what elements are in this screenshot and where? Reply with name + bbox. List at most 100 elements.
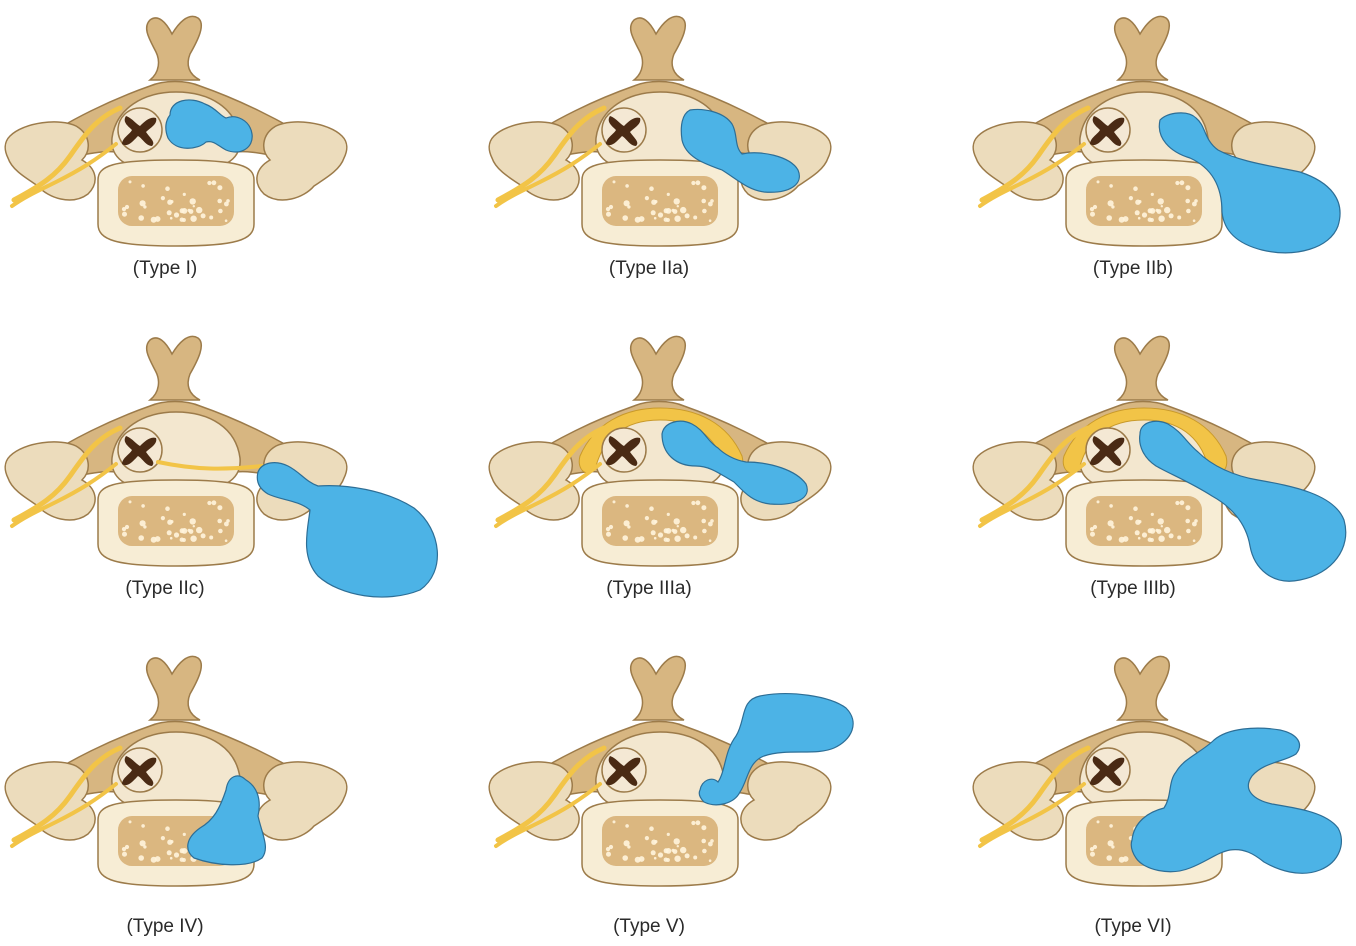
marrow-speckle <box>1093 845 1097 849</box>
marrow-speckle <box>1150 218 1154 222</box>
marrow-speckle <box>167 210 172 215</box>
marrow-speckle <box>167 840 172 845</box>
marrow-speckle <box>613 180 616 183</box>
marrow-speckle <box>1164 207 1170 213</box>
marrow-speckle <box>207 181 211 185</box>
marrow-speckle <box>609 525 613 529</box>
marrow-speckle <box>1106 215 1112 221</box>
marrow-speckle <box>1129 516 1133 520</box>
marrow-speckle <box>651 840 656 845</box>
marrow-speckle <box>1090 212 1095 217</box>
marrow-speckle <box>218 529 223 534</box>
marrow-speckle <box>225 219 228 222</box>
marrow-speckle <box>696 500 701 505</box>
marrow-speckle <box>609 845 613 849</box>
marrow-speckle <box>1106 855 1112 861</box>
marrow-speckle <box>606 212 611 217</box>
marrow-speckle <box>209 216 213 220</box>
caption-type-iiib: (Type IIIb) <box>968 578 1298 600</box>
marrow-speckle <box>627 845 630 848</box>
marrow-speckle <box>613 820 616 823</box>
panel-type-v: (Type V) <box>484 640 936 946</box>
schwannoma-classification-grid: (Type I)(Type IIa)(Type IIb)(Type IIc)(T… <box>0 0 1356 919</box>
marrow-speckle <box>693 536 697 540</box>
marrow-speckle <box>701 505 706 510</box>
marrow-speckle <box>174 852 179 857</box>
marrow-speckle <box>696 820 701 825</box>
marrow-speckle <box>1133 506 1138 511</box>
marrow-speckle <box>189 209 194 214</box>
marrow-speckle <box>1119 857 1125 863</box>
marrow-speckle <box>645 836 649 840</box>
marrow-speckle <box>667 833 670 836</box>
marrow-speckle <box>1177 536 1181 540</box>
marrow-speckle <box>685 213 690 218</box>
marrow-speckle <box>674 216 680 222</box>
marrow-speckle <box>685 853 690 858</box>
marrow-speckle <box>165 506 170 511</box>
marrow-speckle <box>217 519 222 524</box>
marrow-speckle <box>170 217 173 220</box>
marrow-speckle <box>1109 184 1113 188</box>
left-transverse-process <box>489 762 579 840</box>
marrow-speckle <box>1164 527 1170 533</box>
marrow-speckle <box>217 199 222 204</box>
marrow-speckle <box>1090 532 1095 537</box>
marrow-speckle <box>1158 198 1164 204</box>
marrow-speckle <box>182 528 188 534</box>
caption-type-iic: (Type IIc) <box>0 578 330 600</box>
marrow-speckle <box>625 184 629 188</box>
marrow-speckle <box>1135 200 1140 205</box>
marrow-speckle <box>143 205 146 208</box>
marrow-speckle <box>1129 196 1133 200</box>
marrow-speckle <box>143 845 146 848</box>
panel-type-iic: (Type IIc) <box>0 320 452 626</box>
marrow-speckle <box>635 537 641 543</box>
marrow-speckle <box>189 529 194 534</box>
marrow-speckle <box>141 184 145 188</box>
marrow-speckle <box>635 217 641 223</box>
marrow-speckle <box>622 535 628 541</box>
spinous-process <box>1115 16 1170 80</box>
marrow-speckle <box>1158 216 1164 222</box>
marrow-speckle <box>658 532 663 537</box>
panel-type-iv: (Type IV) <box>0 640 452 946</box>
marrow-speckle <box>1186 529 1191 534</box>
marrow-speckle <box>224 202 229 207</box>
marrow-speckle <box>674 518 680 524</box>
vertebral-body-marrow <box>118 496 234 546</box>
marrow-speckle <box>625 504 629 508</box>
vertebral-body-marrow <box>602 496 718 546</box>
marrow-speckle <box>138 215 144 221</box>
marrow-speckle <box>1192 202 1197 207</box>
marrow-speckle <box>1185 519 1190 524</box>
marrow-speckle <box>141 504 145 508</box>
marrow-speckle <box>701 199 706 204</box>
marrow-speckle <box>1142 532 1147 537</box>
marrow-speckle <box>141 824 145 828</box>
panel-type-i: (Type I) <box>0 0 452 306</box>
spinous-process <box>631 16 686 80</box>
marrow-speckle <box>606 852 611 857</box>
marrow-speckle <box>1111 845 1114 848</box>
left-transverse-process <box>973 122 1063 200</box>
marrow-speckle <box>1151 193 1154 196</box>
marrow-speckle <box>161 836 165 840</box>
marrow-speckle <box>645 516 649 520</box>
marrow-speckle <box>225 539 228 542</box>
marrow-speckle <box>1135 520 1140 525</box>
marrow-speckle <box>654 217 657 220</box>
vertebral-body-marrow <box>118 176 234 226</box>
panel-type-vi: (Type VI) <box>968 640 1356 946</box>
caption-type-iia: (Type IIa) <box>484 258 814 280</box>
spinous-process <box>147 656 202 720</box>
tumor-type-iic <box>257 463 437 597</box>
marrow-speckle <box>693 216 697 220</box>
marrow-speckle <box>212 500 217 505</box>
left-transverse-process <box>973 762 1063 840</box>
marrow-speckle <box>1175 181 1179 185</box>
spinous-process <box>1115 336 1170 400</box>
marrow-speckle <box>709 859 712 862</box>
marrow-speckle <box>674 198 680 204</box>
caption-type-v: (Type V) <box>484 916 814 938</box>
